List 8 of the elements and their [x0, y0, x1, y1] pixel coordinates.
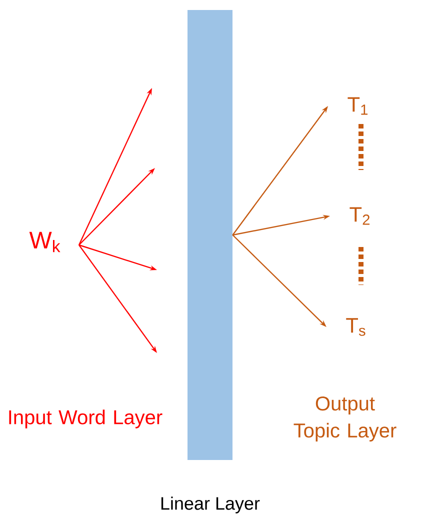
topic-label: T$_{s}$	[346, 318, 366, 336]
layer-label: Input Word Layer	[9, 410, 162, 428]
layer-label: Output Topic Layer	[294, 396, 396, 442]
topic-label: T$_{1}$	[348, 97, 368, 115]
layer-bar: Linear Layer	[161, 10, 260, 514]
node-label: Linear Layer	[161, 496, 260, 514]
word-label: W$_{k}$	[29, 232, 60, 252]
topic-label: T$_{2}$	[350, 207, 370, 225]
